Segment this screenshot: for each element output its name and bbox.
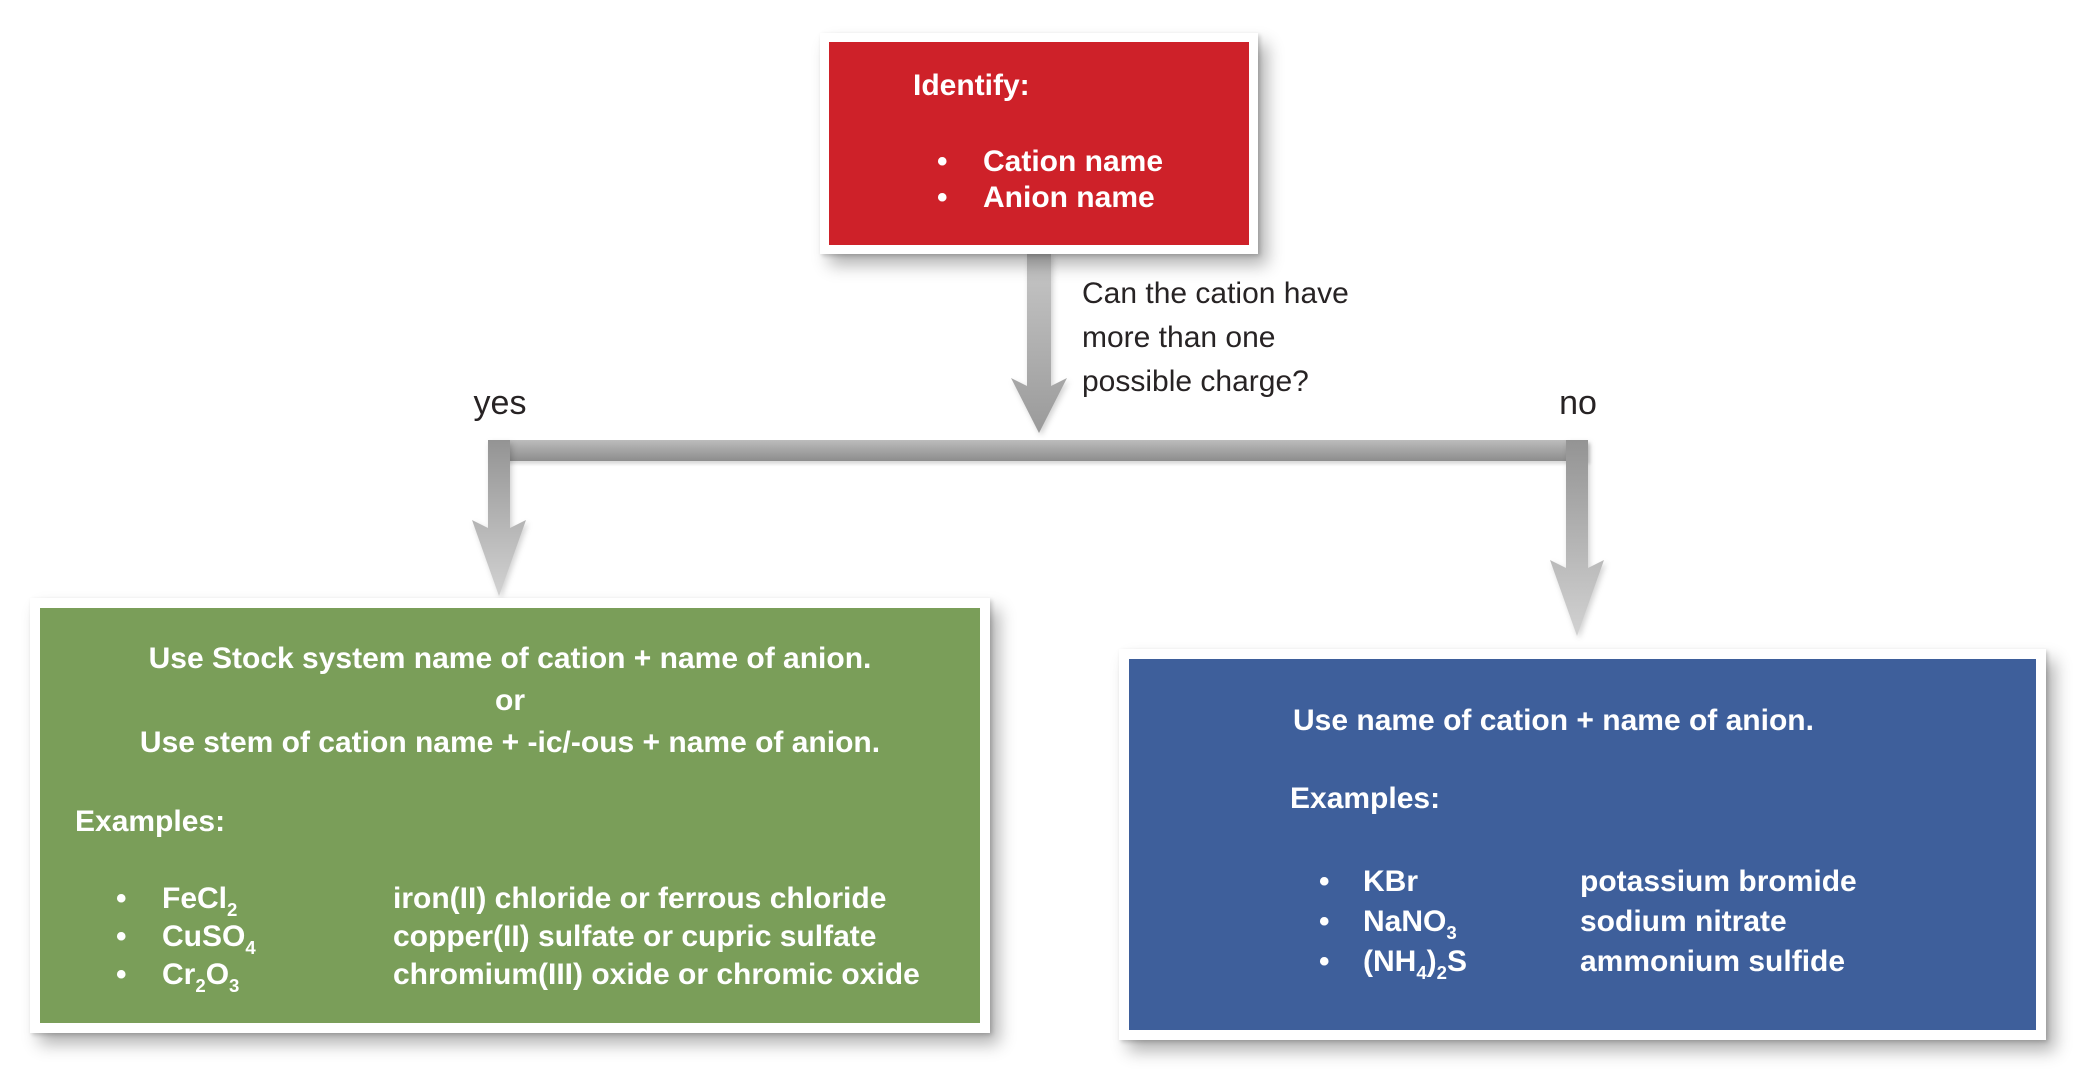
compound-name: ammonium sulfide [1580,945,1846,978]
no-rule-text: Use name of cation + name of anion. [1293,704,1814,737]
anion-name-item: Anion name [983,181,1155,214]
bullet-icon: • [1319,865,1330,898]
bullet-icon: • [1319,945,1330,978]
decision-question: Can the cation have more than one possib… [1082,272,1349,404]
example-row: • (NH4)2S ammonium sulfide [1129,944,2036,984]
compound-name: sodium nitrate [1580,905,1787,938]
yes-outcome-box: Use Stock system name of cation + name o… [30,598,990,1033]
compound-name: potassium bromide [1580,865,1857,898]
question-line: possible charge? [1082,365,1309,398]
yes-rule-text: Use Stock system name of cation + name o… [40,638,980,764]
bullet-icon: • [116,958,127,991]
identify-title: Identify: [913,69,1030,102]
cation-name-item: Cation name [983,145,1164,178]
example-row: • Cr2O3 chromium(III) oxide or chromic o… [40,957,980,997]
example-row: • FeCl2 iron(II) chloride or ferrous chl… [40,881,980,921]
example-row: • CuSO4 copper(II) sulfate or cupric sul… [40,919,980,959]
compound-formula: KBr [1363,865,1419,898]
compound-formula: CuSO4 [162,920,256,959]
compound-formula: FeCl2 [162,882,238,921]
bullet-icon: • [1319,905,1330,938]
arrow-yes-branch-icon [472,440,526,596]
identify-box: Identify: • Cation name • Anion name [820,33,1258,254]
compound-name: iron(II) chloride or ferrous chloride [393,882,887,915]
examples-heading: Examples: [1290,782,1441,815]
arrow-no-branch-icon [1550,440,1604,636]
compound-formula: (NH4)2S [1363,945,1468,984]
compound-name: chromium(III) oxide or chromic oxide [393,958,920,991]
question-line: more than one [1082,321,1276,354]
no-outcome-box: Use name of cation + name of anion. Exam… [1119,649,2046,1040]
examples-heading: Examples: [75,805,226,838]
rule-line: Use stem of cation name + -ic/-ous + nam… [139,726,881,759]
yes-outcome-box-fill: Use Stock system name of cation + name o… [40,608,980,1023]
arrow-down-from-start-icon [1011,253,1067,433]
question-line: Can the cation have [1082,277,1349,310]
no-branch-label: no [1559,384,1597,422]
branch-bar [488,440,1588,461]
list-item: • Cation name [829,144,1249,180]
rule-line: or [495,684,525,717]
rule-line: Use Stock system name of cation + name o… [148,642,872,675]
bullet-icon: • [116,882,127,915]
bullet-icon: • [116,920,127,953]
compound-formula: Cr2O3 [162,958,240,997]
compound-name: copper(II) sulfate or cupric sulfate [393,920,877,953]
identify-box-fill: Identify: • Cation name • Anion name [829,42,1249,245]
bullet-icon: • [937,145,948,178]
list-item: • Anion name [829,180,1249,216]
yes-branch-label: yes [473,384,527,422]
no-outcome-box-fill: Use name of cation + name of anion. Exam… [1129,659,2036,1030]
bullet-icon: • [937,181,948,214]
example-row: • KBr potassium bromide [1129,864,2036,900]
compound-formula: NaNO3 [1363,905,1457,944]
example-row: • NaNO3 sodium nitrate [1129,904,2036,944]
